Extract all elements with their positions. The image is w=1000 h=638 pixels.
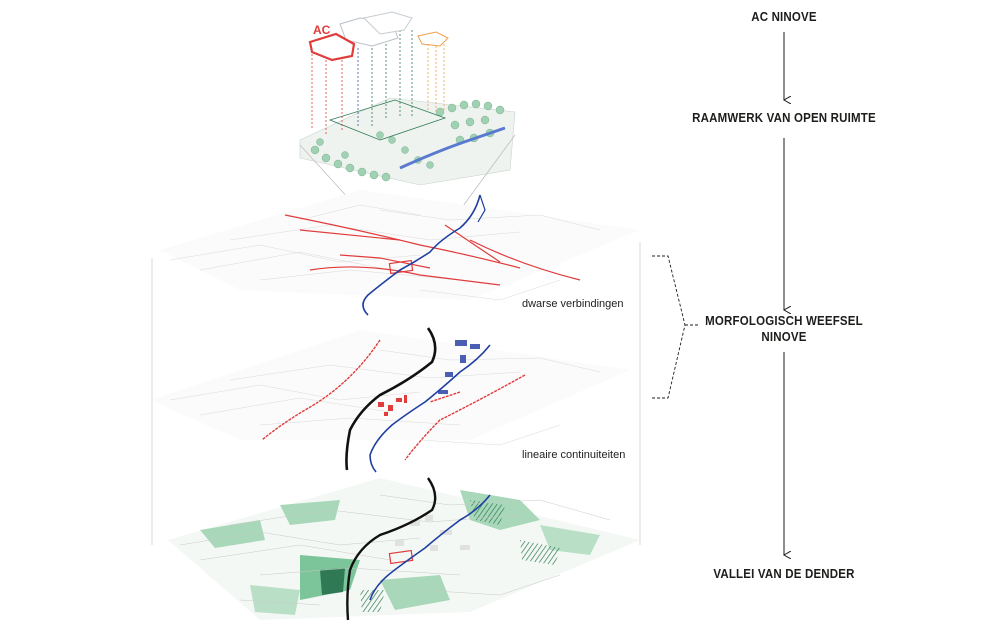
industrial-blocks [438,340,480,394]
layer-frame [151,242,641,545]
green-areas [200,490,600,615]
scale-label-vallei: VALLEI VAN DE DENDER [713,567,855,581]
scale-label-ac-ninove: AC NINOVE [751,10,817,24]
river-dender-3 [369,494,491,601]
railway-3 [346,477,437,621]
map-layer-vallei [168,477,640,621]
scale-label-raamwerk: RAAMWERK VAN OPEN RUIMTE [692,111,876,125]
building-volumes [308,11,449,62]
river-dender-1 [362,194,481,316]
ac-building-model [299,11,516,186]
linear-continuities [261,339,526,461]
transverse-links-1 [284,214,581,286]
scale-label-morfologisch-line1: MORFOLOGISCH WEEFSEL [705,314,863,328]
label-dwarse-verbindingen: dwarse verbindingen [522,298,624,310]
buildings-3 [395,515,470,551]
river-dender-2 [369,344,491,473]
map-layer-dwarse [160,190,640,316]
map-layer-lineaire [150,327,630,473]
scale-label-morfologisch-line2: NINOVE [761,330,807,344]
ac-site-marker-3 [388,549,414,565]
bracket [652,255,700,399]
site-trees [310,99,505,182]
railway-2 [345,327,437,471]
ac-tag: AC [313,23,331,37]
ac-site-cluster [378,395,407,416]
projection-lines [311,30,445,135]
ac-site-marker-1 [388,259,414,275]
label-lineaire-continuiteiten: lineaire continuiteiten [522,449,625,461]
